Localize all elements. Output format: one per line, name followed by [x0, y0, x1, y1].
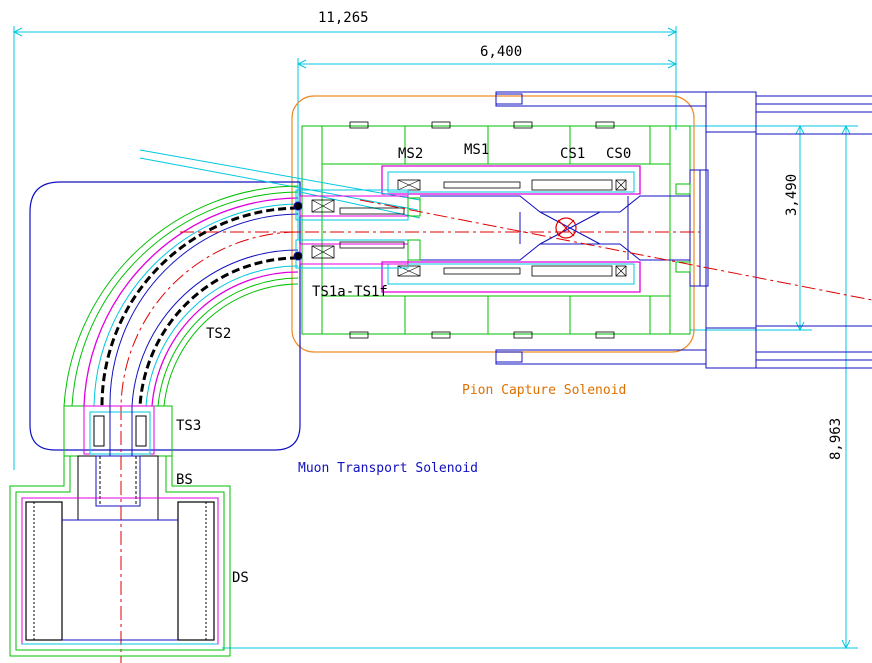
label-ts1: TS1a-TS1f — [312, 284, 388, 300]
label-ms1: MS1 — [464, 142, 489, 158]
dimension-lines — [12, 26, 858, 650]
ts1-section — [293, 189, 421, 269]
label-ms2: MS2 — [398, 146, 423, 162]
pion-capture-outline — [291, 95, 695, 353]
label-ts3: TS3 — [176, 418, 201, 434]
capture-solenoid-body — [301, 121, 709, 339]
dim-capture-height: 3,490 — [784, 174, 800, 216]
dim-overall-width: 11,265 — [318, 10, 369, 26]
dim-overall-height: 8,963 — [828, 418, 844, 460]
caption-muon-transport: Muon Transport Solenoid — [298, 461, 478, 476]
support-structure — [495, 91, 872, 369]
label-ds: DS — [232, 570, 249, 586]
caption-pion-capture: Pion Capture Solenoid — [462, 383, 626, 398]
label-ts2: TS2 — [206, 326, 231, 342]
beam-axis — [120, 199, 872, 663]
label-bs: BS — [176, 472, 193, 488]
label-cs1: CS1 — [560, 146, 585, 162]
ts3-section — [63, 405, 173, 457]
transport-solenoid-bend — [63, 185, 299, 407]
ds-section — [21, 497, 219, 645]
muon-transport-outline — [29, 181, 301, 451]
label-cs0: CS0 — [606, 146, 631, 162]
dim-capture-width: 6,400 — [480, 44, 522, 60]
bs-section — [9, 455, 231, 657]
